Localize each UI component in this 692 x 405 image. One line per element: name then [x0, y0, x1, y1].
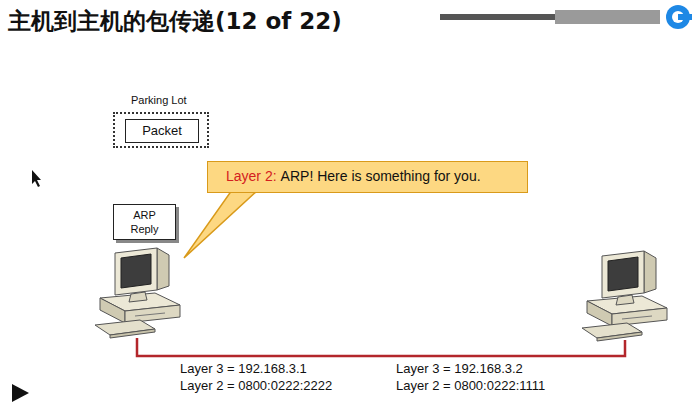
address-label: Layer 2 = 0800:0222:2222 — [180, 378, 332, 394]
play-button — [12, 384, 29, 402]
box-label: Packet — [132, 123, 192, 138]
network-wire — [137, 338, 625, 356]
host-computer — [582, 251, 667, 341]
logo — [678, 14, 692, 20]
box-label: ARP Reply — [124, 208, 165, 236]
address-label: Layer 2 = 0800:0222:1111 — [396, 378, 545, 394]
bubble-text: Layer 2: — [226, 168, 277, 184]
slide-title: 主机到主机的包传递(12 of 22) — [8, 6, 342, 37]
header-bar — [555, 10, 660, 24]
bubble-text: ARP! Here is something for you. — [281, 168, 481, 184]
address-label: Layer 3 = 192.168.3.1 — [180, 361, 307, 377]
header-bar — [440, 14, 555, 20]
speech-bubble: Layer 2:ARP! Here is something for you. — [207, 161, 528, 193]
arp-reply-box: ARP Reply — [113, 204, 176, 240]
packet-box: Packet — [125, 119, 199, 143]
group-heading: Parking Lot — [131, 94, 187, 106]
host-computer — [95, 248, 180, 338]
parking-lot-box: Parking LotPacket — [113, 112, 209, 148]
mouse-cursor — [32, 170, 41, 187]
bubble-tail — [184, 190, 258, 258]
address-label: Layer 3 = 192.168.3.2 — [396, 361, 523, 377]
